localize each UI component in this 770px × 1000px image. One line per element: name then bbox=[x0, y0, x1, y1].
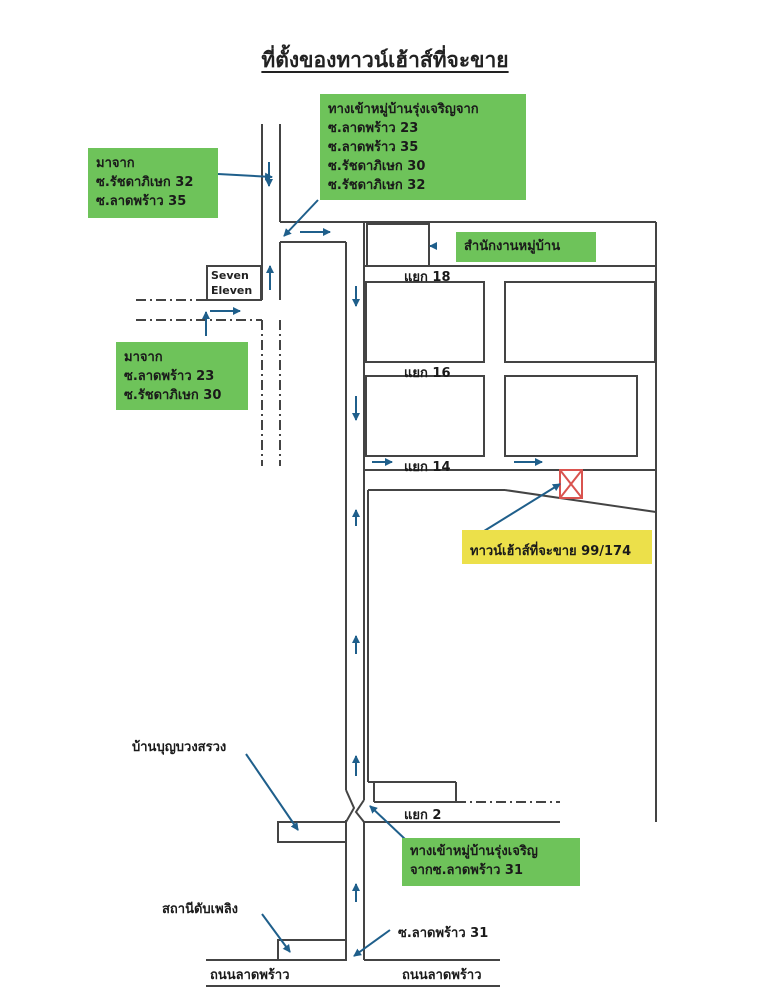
entrance-line: ทางเข้าหมู่บ้านรุ่งเจริญ bbox=[410, 844, 538, 859]
direction-arrow bbox=[369, 805, 407, 841]
village-office-block bbox=[366, 223, 430, 267]
direction-arrow bbox=[353, 929, 391, 957]
junction-2-label: แยก 2 bbox=[404, 808, 442, 823]
direction-arrow bbox=[283, 199, 319, 237]
entrance-line: ซ.ลาดพร้าว 35 bbox=[328, 140, 419, 155]
fire-station-label: สถานีดับเพลิง bbox=[162, 902, 239, 917]
from-line: ซ.ลาดพร้าว 35 bbox=[96, 194, 187, 209]
direction-arrow bbox=[261, 913, 291, 953]
entrance-line: จากซ.ลาดพร้าว 31 bbox=[410, 863, 524, 878]
main-road-right-label: ถนนลาดพร้าว bbox=[402, 968, 482, 983]
from-line: มาจาก bbox=[124, 350, 163, 365]
road-line bbox=[345, 789, 356, 823]
entrance-info-box-2: ทางเข้าหมู่บ้านรุ่งเจริญ จากซ.ลาดพร้าว 3… bbox=[402, 838, 580, 886]
direction-arrow bbox=[245, 753, 299, 831]
seven-line-2: Eleven bbox=[211, 284, 253, 297]
block bbox=[365, 375, 485, 457]
entrance-line: ซ.รัชดาภิเษก 32 bbox=[328, 178, 426, 193]
road-line bbox=[354, 799, 365, 823]
house-block bbox=[277, 821, 347, 843]
from-box-1: มาจาก ซ.รัชดาภิเษก 32 ซ.ลาดพร้าว 35 bbox=[88, 148, 218, 218]
road-line bbox=[504, 489, 657, 513]
townhouse-marker bbox=[559, 469, 583, 499]
townhouse-for-sale-label: ทาวน์เฮ้าส์ที่จะขาย 99/174 bbox=[462, 530, 652, 564]
block bbox=[365, 281, 485, 363]
village-office-box: สำนักงานหมู่บ้าน bbox=[456, 232, 596, 262]
from-line: ซ.รัชดาภิเษก 32 bbox=[96, 175, 194, 190]
village-office-label: สำนักงานหมู่บ้าน bbox=[464, 239, 561, 254]
from-box-2: มาจาก ซ.ลาดพร้าว 23 ซ.รัชดาภิเษก 30 bbox=[116, 342, 248, 410]
from-line: ซ.ลาดพร้าว 23 bbox=[124, 369, 215, 384]
from-line: มาจาก bbox=[96, 156, 135, 171]
seven-eleven-store: Seven Eleven bbox=[206, 265, 262, 301]
direction-arrow bbox=[475, 483, 561, 537]
direction-arrow bbox=[217, 172, 273, 181]
junction-14-label: แยก 14 bbox=[404, 460, 451, 475]
junction-16-label: แยก 16 bbox=[404, 366, 451, 381]
townhouse-label-text: ทาวน์เฮ้าส์ที่จะขาย 99/174 bbox=[470, 544, 632, 559]
block bbox=[504, 281, 656, 363]
block bbox=[504, 375, 638, 457]
page-title: ที่ตั้งของทาวน์เฮ้าส์ที่จะขาย bbox=[261, 48, 509, 72]
entrance-line: ซ.รัชดาภิเษก 30 bbox=[328, 159, 426, 174]
entrance-line: ซ.ลาดพร้าว 23 bbox=[328, 121, 419, 136]
main-road-left-label: ถนนลาดพร้าว bbox=[210, 968, 290, 983]
junction-18-label: แยก 18 bbox=[404, 270, 451, 285]
landmark-label: บ้านบุญบวงสรวง bbox=[132, 740, 227, 755]
soi-31-label: ซ.ลาดพร้าว 31 bbox=[398, 926, 489, 941]
seven-line-1: Seven bbox=[211, 269, 249, 282]
entrance-line: ทางเข้าหมู่บ้านรุ่งเจริญจาก bbox=[328, 102, 479, 117]
from-line: ซ.รัชดาภิเษก 30 bbox=[124, 388, 222, 403]
entrance-info-box: ทางเข้าหมู่บ้านรุ่งเจริญจาก ซ.ลาดพร้าว 2… bbox=[320, 94, 526, 200]
